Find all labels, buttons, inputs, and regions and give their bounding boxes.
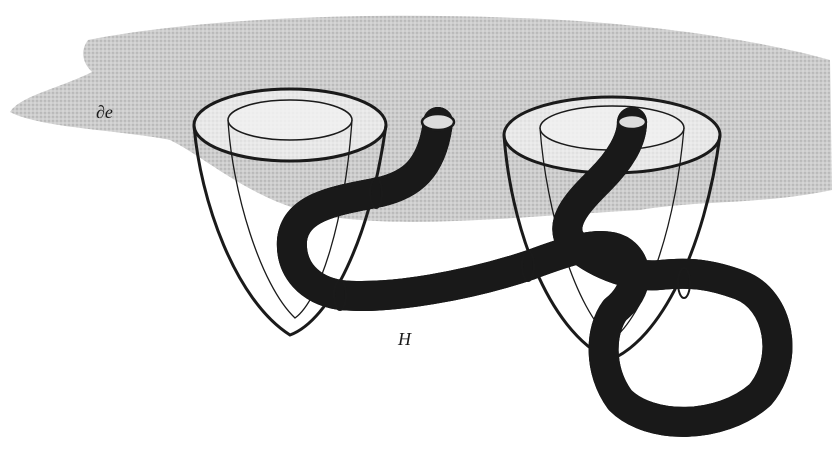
label-h: H bbox=[397, 329, 412, 349]
label-boundary: ∂e bbox=[96, 102, 113, 122]
tube-end-left bbox=[422, 114, 454, 130]
tube-end-right bbox=[618, 115, 646, 129]
